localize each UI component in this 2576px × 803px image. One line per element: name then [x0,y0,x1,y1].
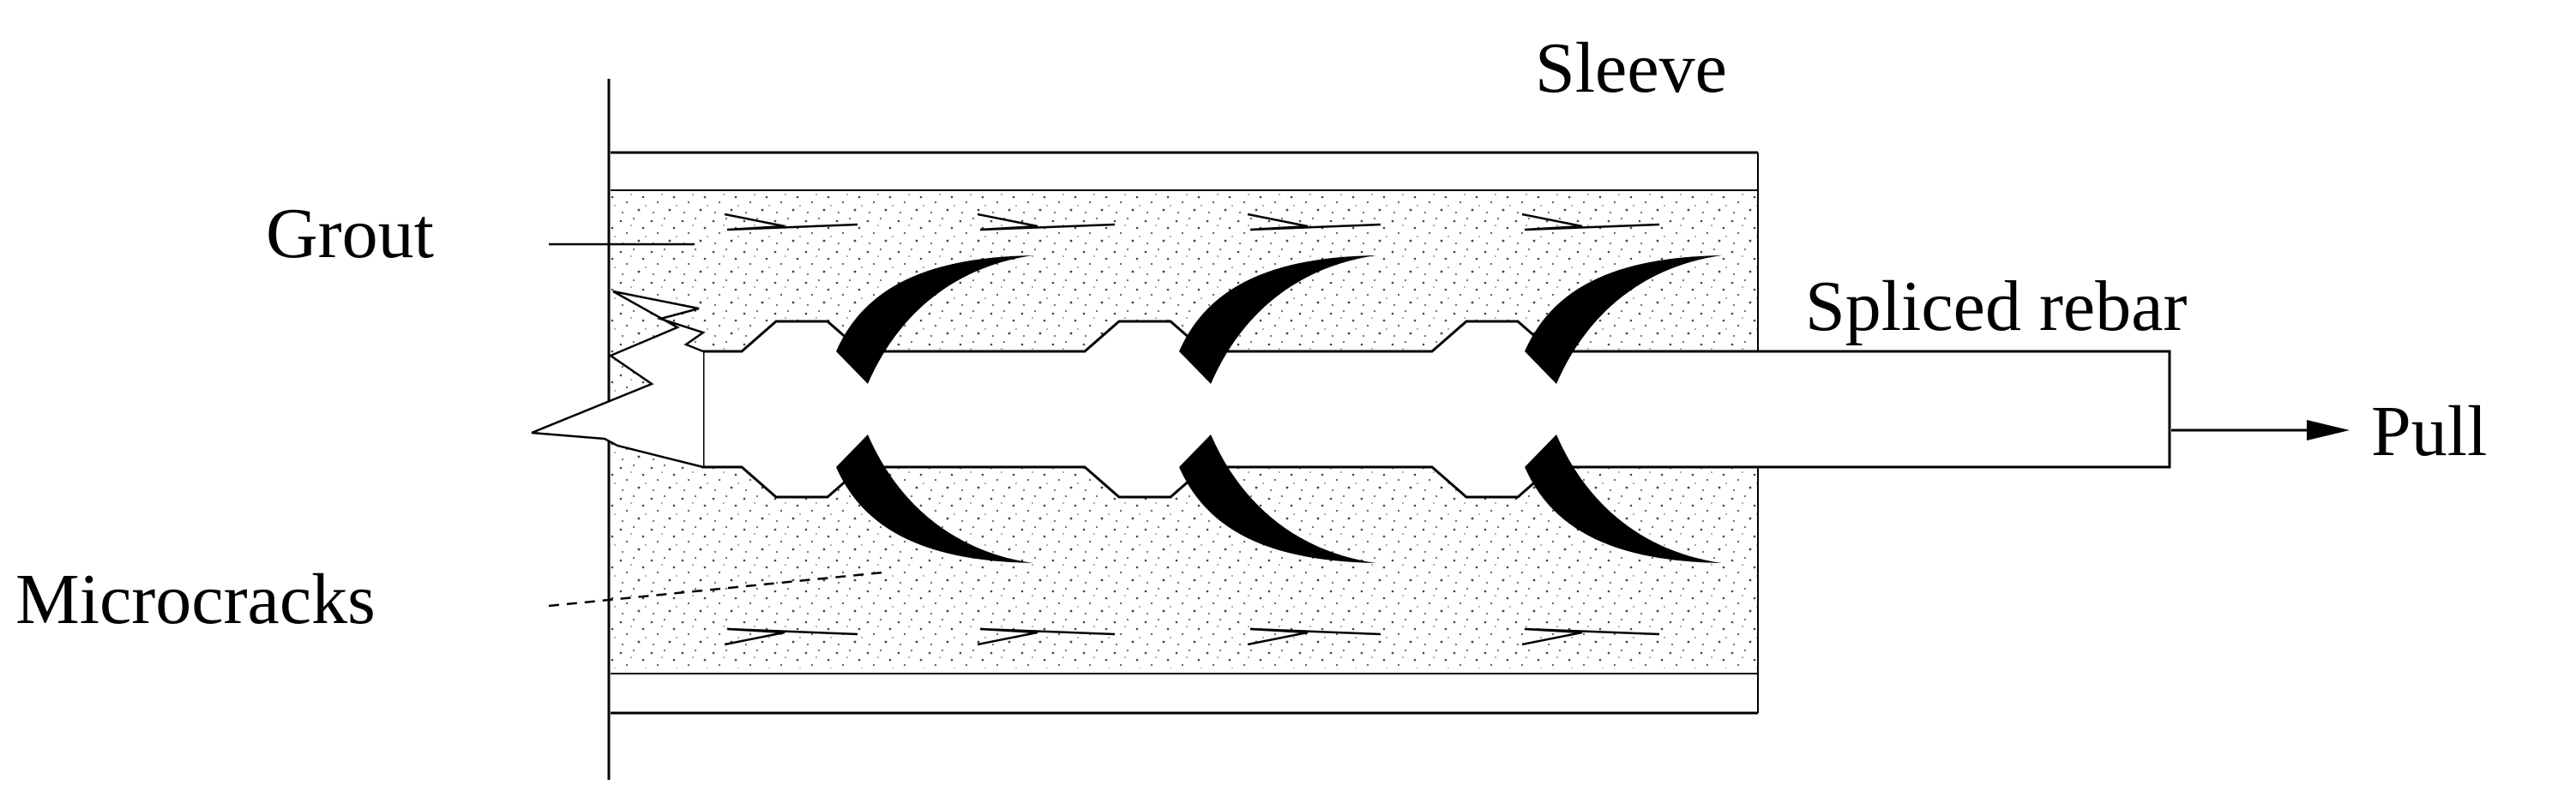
pull-label: Pull [2371,392,2487,471]
arrow-right-icon [2307,420,2350,440]
crescent-crack-icon [1179,255,1376,384]
microcracks-upper [836,255,1722,384]
rebar-jagged-end [531,290,706,469]
microcracks-label: Microcracks [15,560,376,639]
crescent-crack-icon [836,434,1033,563]
microcracks-leader-line [548,571,884,608]
hairline-cracks [724,213,1660,646]
microcracks-lower [836,434,1722,563]
crescent-crack-icon [836,255,1033,384]
crescent-crack-icon [1525,434,1722,563]
pull-arrow [2171,420,2350,440]
crescent-crack-icon [1179,434,1376,563]
spliced-rebar-label: Spliced rebar [1805,267,2187,346]
crescent-crack-icon [1525,255,1722,384]
grout-label: Grout [266,194,434,273]
sleeve-label: Sleeve [1535,28,1727,108]
